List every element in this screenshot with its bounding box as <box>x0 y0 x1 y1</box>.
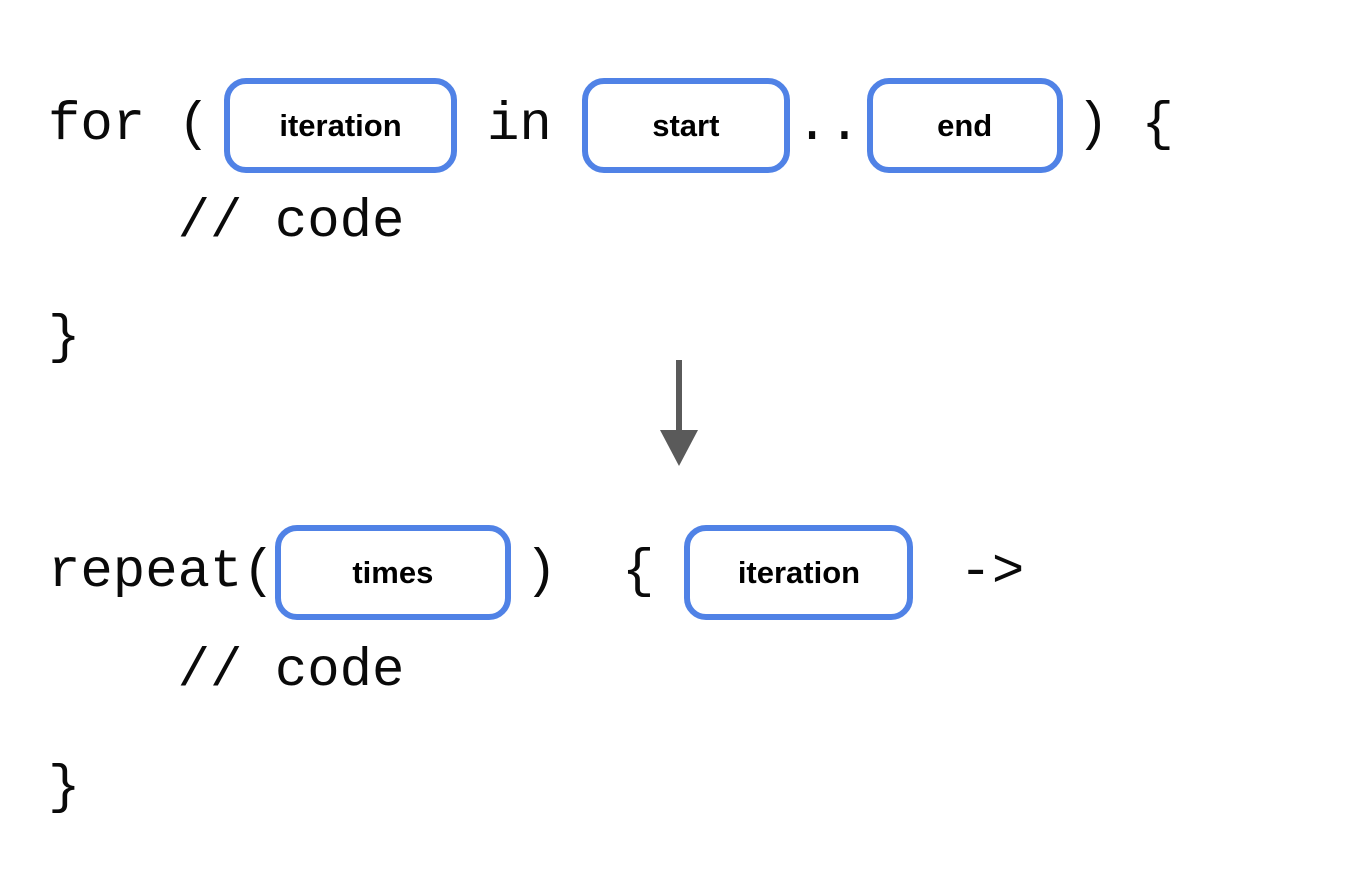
code-line-body-after: // code <box>48 641 405 702</box>
keyword-in: in <box>487 94 552 156</box>
token-iteration-lambda[interactable]: iteration <box>684 525 914 620</box>
keyword-for: for ( <box>48 94 211 156</box>
token-iteration[interactable]: iteration <box>224 78 458 173</box>
token-end[interactable]: end <box>866 78 1063 173</box>
paren-brace: ) { <box>524 541 655 603</box>
closing-brace: } <box>48 308 81 369</box>
comment-code: // code <box>48 192 405 253</box>
code-line-close-after: } <box>48 762 80 816</box>
code-line-body-before: // code <box>48 192 405 253</box>
lambda-arrow: -> <box>959 541 1025 603</box>
comment-code: // code <box>48 641 405 702</box>
keyword-repeat: repeat( <box>48 541 275 603</box>
code-line-for-header: for ( iteration in start .. end ) { <box>48 78 1174 173</box>
token-times[interactable]: times <box>274 525 511 620</box>
code-line-close-before: } <box>48 312 80 366</box>
closing-paren-brace: ) { <box>1076 94 1174 156</box>
token-start[interactable]: start <box>581 78 790 173</box>
range-operator: .. <box>795 94 861 156</box>
code-line-repeat-header: repeat( times ) { iteration -> <box>48 525 1024 620</box>
closing-brace: } <box>48 758 81 819</box>
down-arrow-icon <box>660 360 698 466</box>
